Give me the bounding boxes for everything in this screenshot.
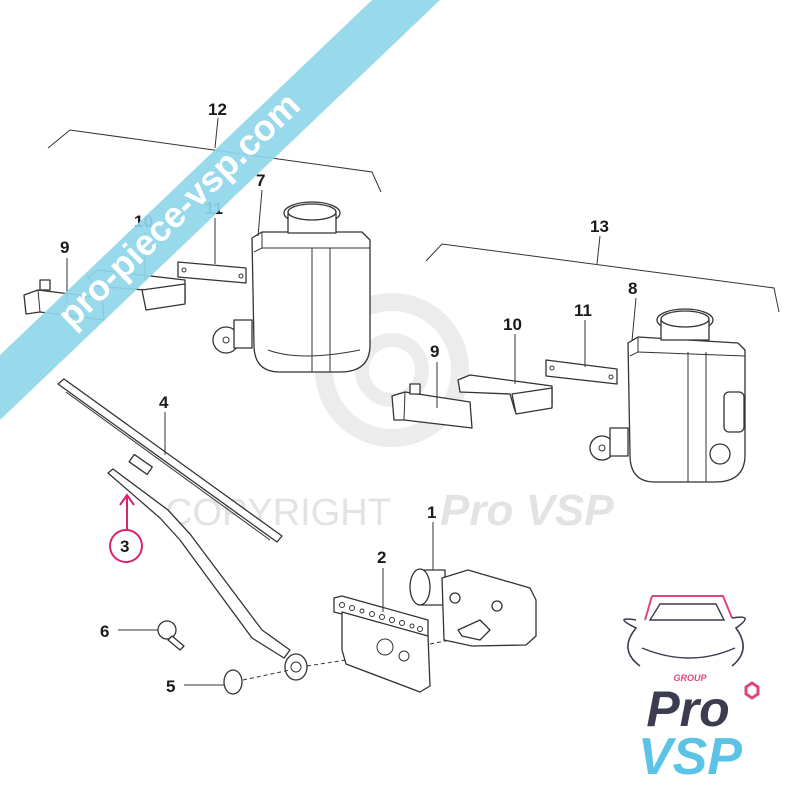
part-4-wiper-blade: 4 bbox=[57, 378, 283, 543]
callout-11-right: 11 bbox=[574, 301, 592, 320]
callout-9-left: 9 bbox=[60, 238, 69, 257]
part-7-washer-reservoir: 7 bbox=[212, 171, 371, 373]
callout-10-right: 10 bbox=[503, 315, 522, 334]
callout-6: 6 bbox=[100, 622, 109, 641]
callout-3-highlight: 3 bbox=[109, 493, 143, 563]
callout-5: 5 bbox=[166, 677, 175, 696]
part-8-washer-reservoir: 8 bbox=[589, 279, 746, 483]
part-10-bracket-right: 10 bbox=[457, 315, 553, 415]
callout-9-right: 9 bbox=[430, 342, 439, 361]
callout-7: 7 bbox=[256, 171, 265, 190]
copyright-brand-text: Pro VSP bbox=[440, 486, 614, 535]
logo-group-text: GROUP bbox=[673, 673, 707, 683]
provsp-logo: GROUP Pro VSP bbox=[623, 595, 760, 786]
logo-pro-text: Pro bbox=[646, 681, 729, 737]
callout-3: 3 bbox=[120, 537, 129, 556]
part-6-screw: 6 bbox=[100, 620, 185, 651]
part-9-strap-right: 9 bbox=[391, 342, 473, 429]
part-1-wiper-motor: 1 bbox=[409, 503, 537, 647]
part-11-plate-right: 11 bbox=[545, 301, 618, 385]
callout-1: 1 bbox=[427, 503, 436, 522]
group-bracket-13: 13 bbox=[425, 217, 780, 313]
callout-13: 13 bbox=[590, 217, 609, 236]
part-3-wiper-arm bbox=[107, 468, 308, 681]
plate-holes bbox=[339, 602, 423, 632]
callout-8: 8 bbox=[628, 279, 637, 298]
part-5-cap: 5 bbox=[166, 669, 291, 696]
website-banner: pro-piece-vsp.com bbox=[0, 0, 440, 420]
logo-vsp-text: VSP bbox=[638, 728, 742, 786]
callout-2: 2 bbox=[377, 548, 386, 567]
part-2-mounting-plate: 2 bbox=[306, 548, 431, 693]
callout-12: 12 bbox=[208, 100, 227, 119]
copyright-text: COPYRIGHT bbox=[165, 492, 391, 534]
copyright-watermark: COPYRIGHT Pro VSP bbox=[165, 293, 614, 535]
callout-4: 4 bbox=[159, 393, 169, 412]
